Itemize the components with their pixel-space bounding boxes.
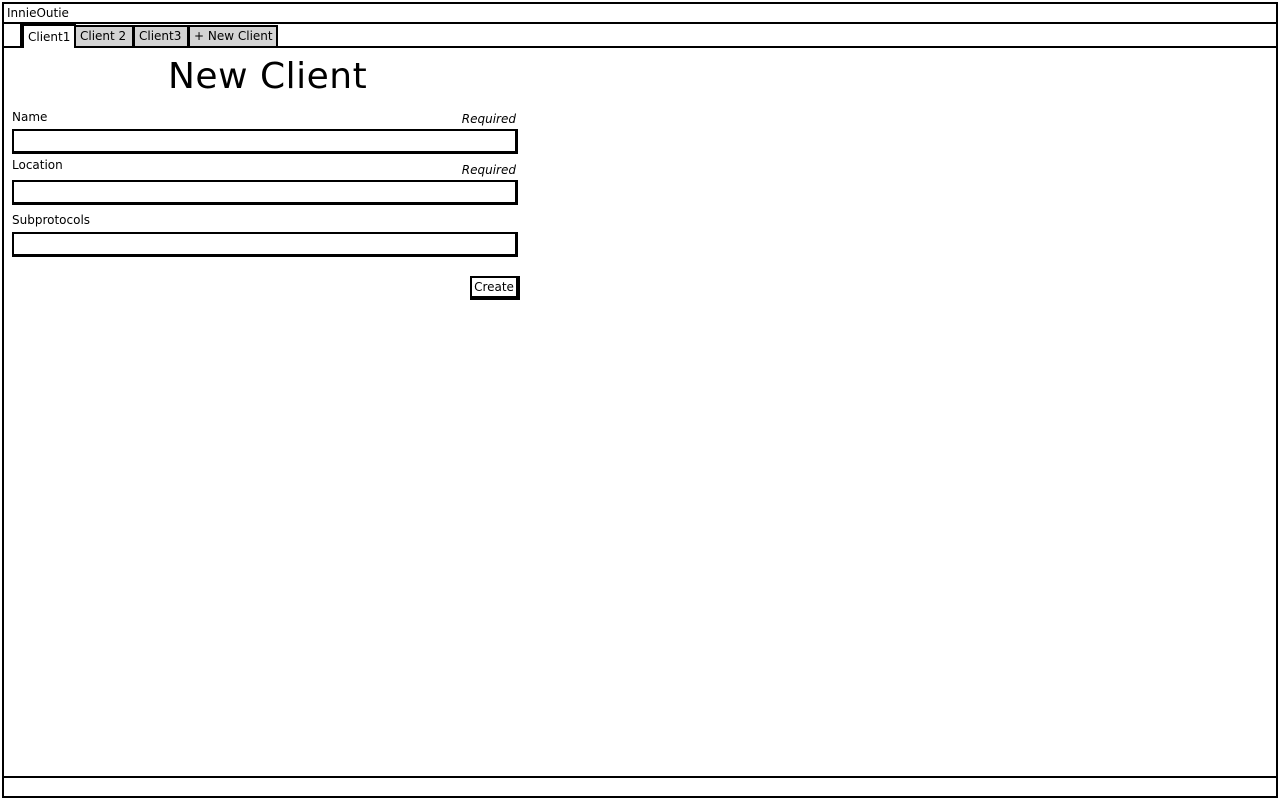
status-bar bbox=[4, 776, 1276, 796]
tab-client3[interactable]: Client3 bbox=[133, 25, 189, 46]
tab-bar: Client1 Client 2 Client3 + New Client bbox=[4, 24, 1276, 48]
subprotocols-input[interactable] bbox=[12, 232, 518, 257]
location-required-label: Required bbox=[461, 163, 516, 177]
name-label: Name bbox=[12, 110, 48, 124]
tab-label: Client3 bbox=[139, 29, 182, 43]
subprotocols-label: Subprotocols bbox=[12, 213, 91, 227]
tab-label: Client1 bbox=[28, 30, 71, 44]
location-input[interactable] bbox=[12, 180, 518, 205]
name-required-label: Required bbox=[461, 112, 516, 126]
tab-label: Client 2 bbox=[80, 29, 127, 43]
content-area: New Client Name Required Location Requir… bbox=[4, 50, 1276, 778]
location-label: Location bbox=[12, 158, 63, 172]
tab-client1[interactable]: Client1 bbox=[22, 24, 76, 48]
app-title: InnieOutie bbox=[7, 6, 69, 20]
tab-new-client[interactable]: + New Client bbox=[188, 25, 278, 46]
tab-client-2[interactable]: Client 2 bbox=[74, 25, 134, 46]
page-title: New Client bbox=[168, 56, 368, 97]
title-bar: InnieOutie bbox=[4, 4, 1276, 24]
tab-label: + New Client bbox=[194, 29, 273, 43]
create-button[interactable]: Create bbox=[470, 276, 520, 300]
name-input[interactable] bbox=[12, 129, 518, 154]
tab-bar-spacer bbox=[4, 24, 22, 46]
